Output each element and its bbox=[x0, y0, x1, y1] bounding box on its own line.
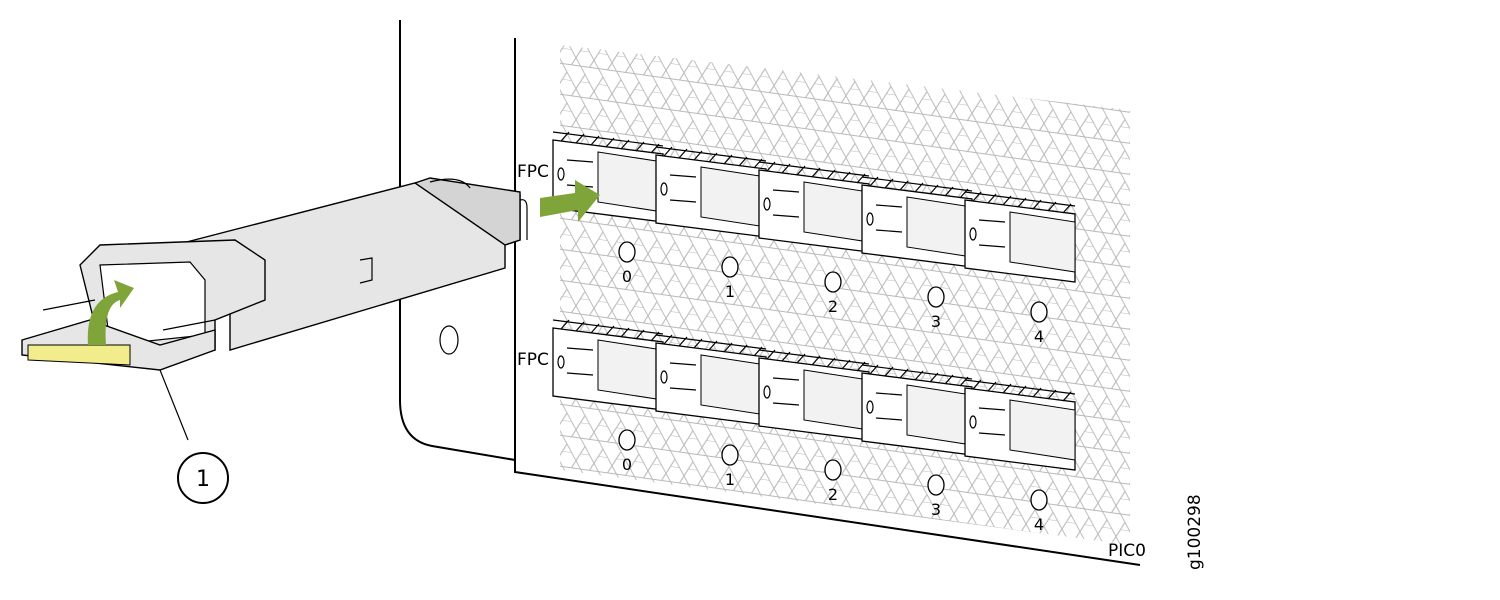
port-cage-0[interactable] bbox=[552, 319, 664, 411]
port-cage-2[interactable] bbox=[758, 161, 870, 253]
hex-perforation bbox=[560, 45, 1130, 545]
port-number: 3 bbox=[931, 500, 941, 519]
port-number: 2 bbox=[828, 297, 838, 316]
port-led bbox=[618, 429, 636, 451]
figure-id: g100298 bbox=[1185, 494, 1205, 570]
port-led bbox=[824, 271, 842, 293]
callout-number: 1 bbox=[196, 467, 210, 492]
port-row-1: FPC 0 1 2 3 4 bbox=[517, 319, 1076, 534]
port-cage-4[interactable] bbox=[964, 379, 1076, 471]
chassis-outline bbox=[399, 20, 1141, 566]
port-cage-3[interactable] bbox=[861, 364, 973, 456]
pic-label: PIC0 bbox=[1108, 541, 1146, 561]
bail-latch-arrow bbox=[87, 280, 134, 345]
port-led bbox=[1030, 301, 1048, 323]
port-cage-3[interactable] bbox=[861, 176, 973, 268]
port-led bbox=[1030, 489, 1048, 511]
port-led bbox=[927, 474, 945, 496]
port-led bbox=[927, 286, 945, 308]
port-led bbox=[721, 444, 739, 466]
port-number: 4 bbox=[1034, 515, 1044, 534]
port-number: 1 bbox=[725, 470, 735, 489]
port-led bbox=[824, 459, 842, 481]
port-number: 4 bbox=[1034, 327, 1044, 346]
port-number: 0 bbox=[622, 267, 632, 286]
pull-tab-label bbox=[27, 344, 131, 366]
transceiver-module bbox=[21, 177, 528, 371]
callout-circle bbox=[177, 452, 229, 504]
insert-direction-arrow bbox=[540, 180, 600, 222]
port-number: 0 bbox=[622, 455, 632, 474]
callout-leader bbox=[159, 369, 189, 441]
port-led bbox=[618, 241, 636, 263]
fpc-label: FPC bbox=[517, 162, 549, 182]
chassis-screw-hole bbox=[439, 325, 459, 355]
port-cage-1[interactable] bbox=[655, 146, 767, 238]
fpc-label: FPC bbox=[517, 350, 549, 370]
port-cage-4[interactable] bbox=[964, 191, 1076, 283]
port-cage-2[interactable] bbox=[758, 349, 870, 441]
port-row-0: FPC 0 1 2 3 4 bbox=[517, 131, 1076, 346]
port-led bbox=[721, 256, 739, 278]
port-cage-1[interactable] bbox=[655, 334, 767, 426]
port-number: 2 bbox=[828, 485, 838, 504]
port-number: 3 bbox=[931, 312, 941, 331]
port-number: 1 bbox=[725, 282, 735, 301]
